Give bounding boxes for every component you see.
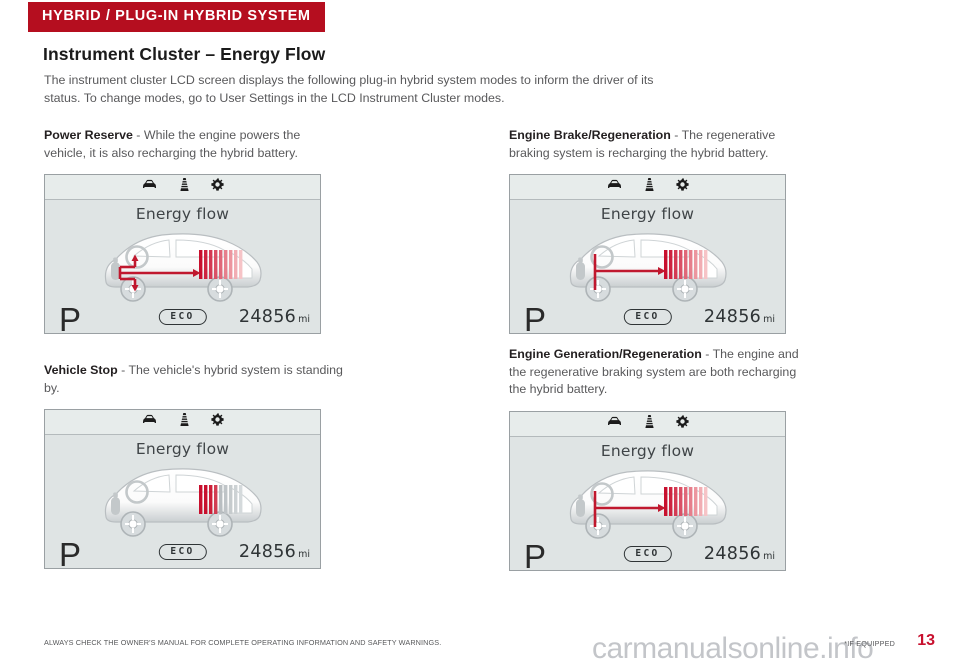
gear-position: P	[59, 536, 82, 574]
road-icon[interactable]	[179, 178, 190, 196]
panel-caption-text: - The regenerative braking system is rec…	[509, 128, 776, 160]
car-icon[interactable]	[606, 178, 623, 196]
panel-caption-text: - While the engine powers the vehicle, i…	[44, 128, 301, 160]
cluster-icon-bar	[45, 175, 320, 201]
panel-caption: Power Reserve - While the engine powers …	[44, 127, 344, 162]
panel-engine-brake-regeneration: Engine Brake/Regeneration - The regenera…	[509, 127, 809, 339]
odometer-value: 24856	[238, 307, 297, 328]
eco-badge: ECO	[158, 309, 207, 326]
panel-caption-title: Engine Generation/Regeneration	[509, 347, 702, 361]
energy-flow-diagram	[565, 226, 731, 311]
panel-caption: Engine Brake/Regeneration - The regenera…	[509, 127, 809, 162]
odometer-value: 24856	[703, 543, 762, 564]
panel-caption-title: Vehicle Stop	[44, 363, 118, 377]
panel-engine-generation-regeneration: Engine Generation/Regeneration - The eng…	[509, 346, 809, 575]
instrument-cluster-screen: Energy flow	[44, 174, 321, 339]
energy-flow-diagram	[565, 463, 731, 548]
odometer-unit: mi	[763, 550, 775, 562]
cluster-screen-body: Energy flow	[45, 435, 320, 574]
cluster-screen-body: Energy flow	[45, 200, 320, 339]
odometer-unit: mi	[298, 314, 310, 326]
road-icon[interactable]	[644, 178, 655, 196]
intro-paragraph: The instrument cluster LCD screen displa…	[44, 73, 654, 105]
footer-disclaimer: ALWAYS CHECK THE OWNER'S MANUAL FOR COMP…	[44, 638, 442, 647]
eco-badge: ECO	[623, 309, 672, 326]
screen-title: Energy flow	[135, 440, 230, 459]
gear-position: P	[524, 301, 547, 339]
odometer-value: 24856	[703, 307, 762, 328]
site-watermark: carmanualsonline.info	[592, 632, 874, 665]
odometer-unit: mi	[763, 314, 775, 326]
panel-vehicle-stop: Vehicle Stop - The vehicle's hybrid syst…	[44, 362, 344, 574]
screen-title: Energy flow	[600, 441, 695, 460]
panel-caption-text: - The vehicle's hybrid system is standin…	[44, 363, 343, 395]
gear-icon[interactable]	[211, 178, 224, 196]
panel-caption: Vehicle Stop - The vehicle's hybrid syst…	[44, 362, 344, 397]
car-icon[interactable]	[141, 178, 158, 196]
gear-position: P	[524, 537, 547, 575]
cluster-screen-body: Energy flow	[510, 200, 785, 339]
if-equipped-note: *IF EQUIPPED	[844, 639, 895, 648]
gear-position: P	[59, 301, 82, 339]
panel-power-reserve: Power Reserve - While the engine powers …	[44, 127, 344, 339]
cluster-screen-body: Energy flow	[510, 437, 785, 575]
cluster-icon-bar	[45, 410, 320, 436]
instrument-cluster-screen: Energy flow	[44, 409, 321, 574]
panel-caption-title: Power Reserve	[44, 128, 133, 142]
instrument-cluster-screen: Energy flow	[509, 410, 786, 575]
road-icon[interactable]	[179, 413, 190, 431]
instrument-cluster-screen: Energy flow	[509, 174, 786, 339]
eco-badge: ECO	[623, 545, 672, 562]
eco-badge: ECO	[158, 544, 207, 561]
section-eyebrow-banner: HYBRID / PLUG-IN HYBRID SYSTEM	[28, 2, 325, 32]
gear-icon[interactable]	[676, 415, 689, 433]
screen-title: Energy flow	[135, 205, 230, 224]
page-number: 13	[917, 632, 935, 649]
odometer-value: 24856	[238, 542, 297, 563]
panel-caption-title: Engine Brake/Regeneration	[509, 128, 671, 142]
odometer-unit: mi	[298, 549, 310, 561]
car-icon[interactable]	[141, 413, 158, 431]
energy-flow-diagram	[100, 461, 266, 546]
cluster-icon-bar	[510, 411, 785, 437]
page-title: Instrument Cluster – Energy Flow	[43, 44, 326, 64]
road-icon[interactable]	[644, 414, 655, 433]
energy-flow-diagram	[100, 226, 266, 311]
screen-title: Energy flow	[600, 205, 695, 224]
cluster-icon-bar	[510, 175, 785, 201]
gear-icon[interactable]	[211, 413, 224, 431]
panel-caption-text: - The engine and the regenerative brakin…	[509, 347, 799, 397]
panel-caption: Engine Generation/Regeneration - The eng…	[509, 346, 809, 399]
gear-icon[interactable]	[676, 178, 689, 196]
car-icon[interactable]	[606, 415, 623, 433]
